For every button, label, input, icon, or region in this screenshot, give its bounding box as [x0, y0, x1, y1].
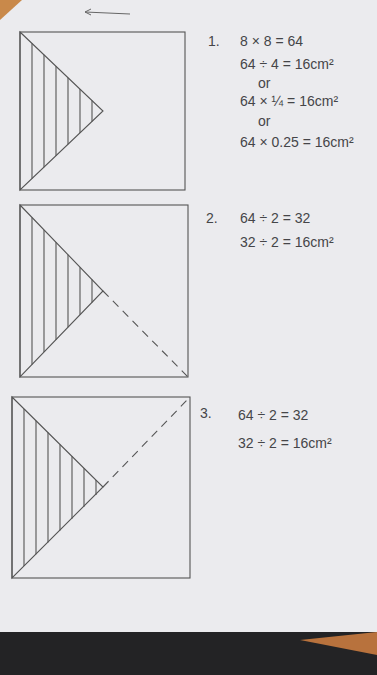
working-line: 64 ÷ 2 = 32 — [238, 407, 308, 423]
pencil-arrow — [85, 9, 91, 15]
pencil-arrow — [85, 12, 130, 14]
square — [20, 32, 185, 190]
working-line: 8 × 8 = 64 — [240, 33, 303, 49]
hatching — [32, 217, 92, 364]
working-line: or — [258, 75, 270, 91]
hatching — [32, 43, 92, 178]
working-line: 32 ÷ 2 = 16cm² — [238, 435, 332, 451]
triangle — [20, 32, 103, 190]
question-number: 1. — [208, 33, 220, 49]
question-number: 2. — [206, 210, 218, 226]
table-corner — [0, 0, 22, 20]
working-line: 64 ÷ 2 = 32 — [240, 210, 310, 226]
working-line: 64 ÷ 4 = 16cm² — [240, 56, 334, 72]
triangle — [20, 205, 103, 377]
hatching — [24, 409, 96, 566]
table-edge — [0, 632, 377, 675]
table-edge — [300, 632, 377, 655]
triangle — [12, 397, 103, 578]
working-line: 64 × 0.25 = 16cm² — [240, 134, 354, 150]
working-line: 64 × ¼ = 16cm² — [240, 93, 338, 109]
working-line: or — [258, 113, 270, 129]
square — [12, 397, 190, 578]
dashed-line — [103, 291, 188, 377]
working-line: 32 ÷ 2 = 16cm² — [240, 234, 334, 250]
square — [20, 205, 188, 377]
dashed-line — [103, 397, 190, 487]
question-number: 3. — [200, 405, 212, 421]
